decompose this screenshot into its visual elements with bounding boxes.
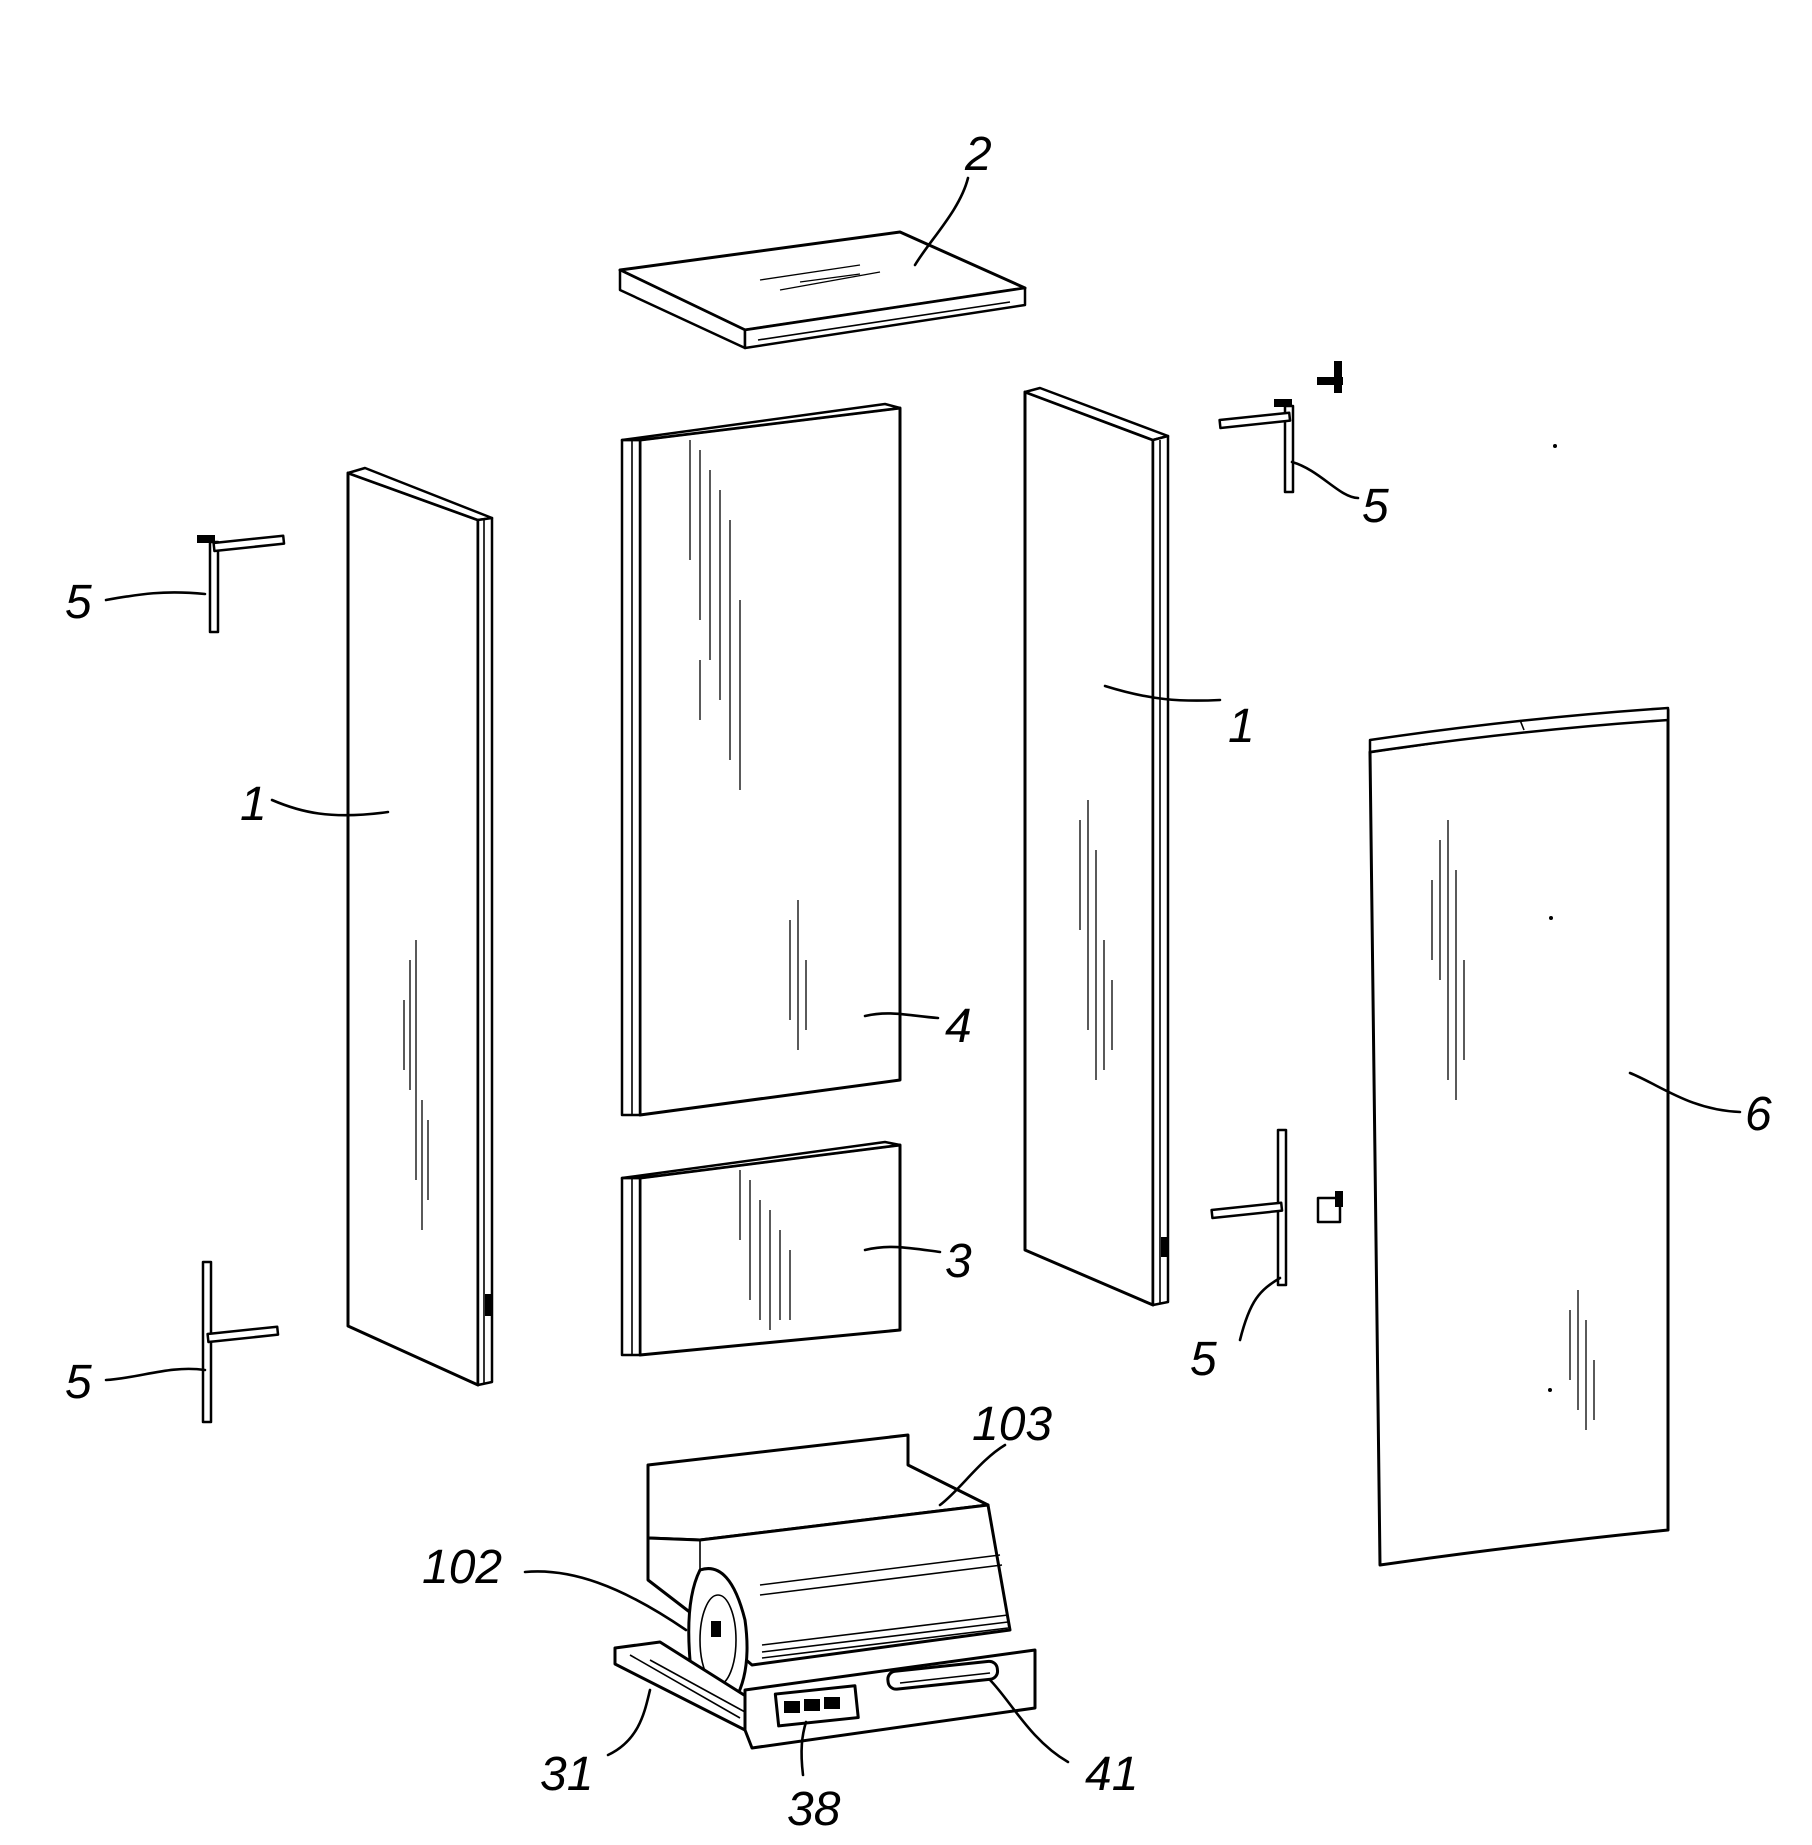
label-side-panel-left: 1 <box>240 778 267 831</box>
bracket-upper-right <box>1220 362 1342 492</box>
bracket-lower-left <box>203 1262 278 1422</box>
label-handle-slot: 41 <box>1085 1748 1138 1801</box>
label-bracket-lower-left: 5 <box>65 1356 92 1409</box>
label-bracket-upper-left: 5 <box>65 576 92 629</box>
label-upper-back-panel: 4 <box>945 1000 972 1053</box>
side-panel-right <box>1025 388 1168 1305</box>
label-bracket-lower-right: 5 <box>1190 1333 1217 1386</box>
side-panel-left <box>348 468 492 1385</box>
label-side-panel-right: 1 <box>1228 700 1255 753</box>
top-panel <box>620 232 1025 348</box>
door <box>1370 708 1668 1565</box>
base-unit <box>615 1435 1035 1748</box>
label-top-panel: 2 <box>964 128 992 181</box>
label-base-upper: 103 <box>972 1398 1052 1451</box>
label-lower-back-panel: 3 <box>945 1235 972 1288</box>
label-base-component: 102 <box>422 1541 502 1594</box>
label-door: 6 <box>1745 1088 1772 1141</box>
upper-back-panel <box>622 404 900 1115</box>
bracket-lower-right <box>1212 1130 1342 1285</box>
bracket-upper-left <box>198 536 284 632</box>
label-base-tray: 31 <box>540 1748 593 1801</box>
lower-back-panel <box>622 1142 900 1355</box>
label-control-panel: 38 <box>787 1783 841 1836</box>
label-bracket-upper-right: 5 <box>1362 480 1389 533</box>
